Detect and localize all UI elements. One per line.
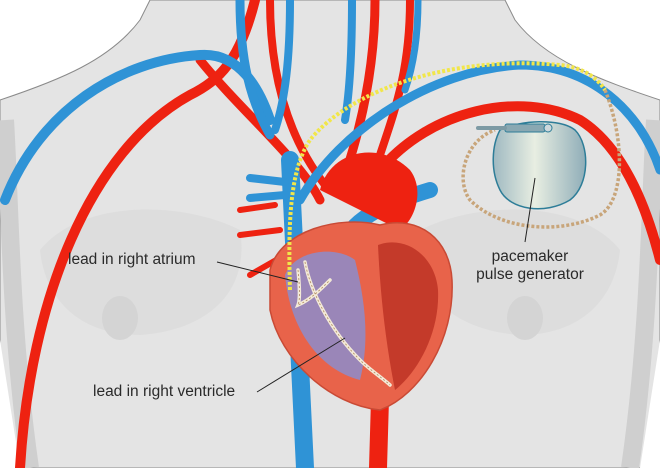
- leader-lines: [216, 177, 536, 393]
- pacemaker-leads-heart-outline: [297, 261, 391, 386]
- label-pacemaker-generator: pacemaker pulse generator: [455, 248, 605, 284]
- label-pacemaker-line1: pacemaker: [491, 248, 569, 265]
- pacemaker-lead-vein: [287, 61, 607, 291]
- label-lead-right-ventricle: lead in right ventricle: [93, 383, 236, 400]
- label-pacemaker-line2: pulse generator: [476, 266, 584, 283]
- heart: [269, 152, 453, 411]
- label-lead-right-atrium: lead in right atrium: [68, 251, 196, 268]
- generator-wire-loop: [461, 89, 622, 229]
- pulse-generator-device: [476, 121, 587, 210]
